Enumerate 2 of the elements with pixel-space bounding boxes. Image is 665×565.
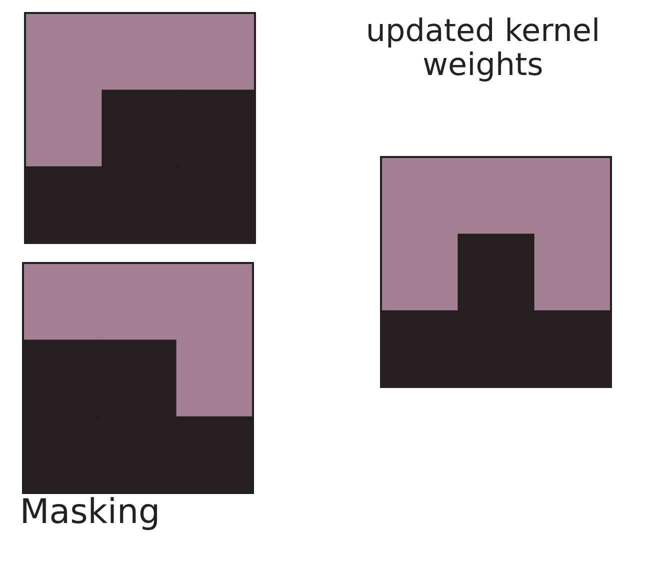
caption-label: Masking bbox=[18, 494, 162, 532]
heading-label: updated kernel weights bbox=[364, 14, 602, 82]
